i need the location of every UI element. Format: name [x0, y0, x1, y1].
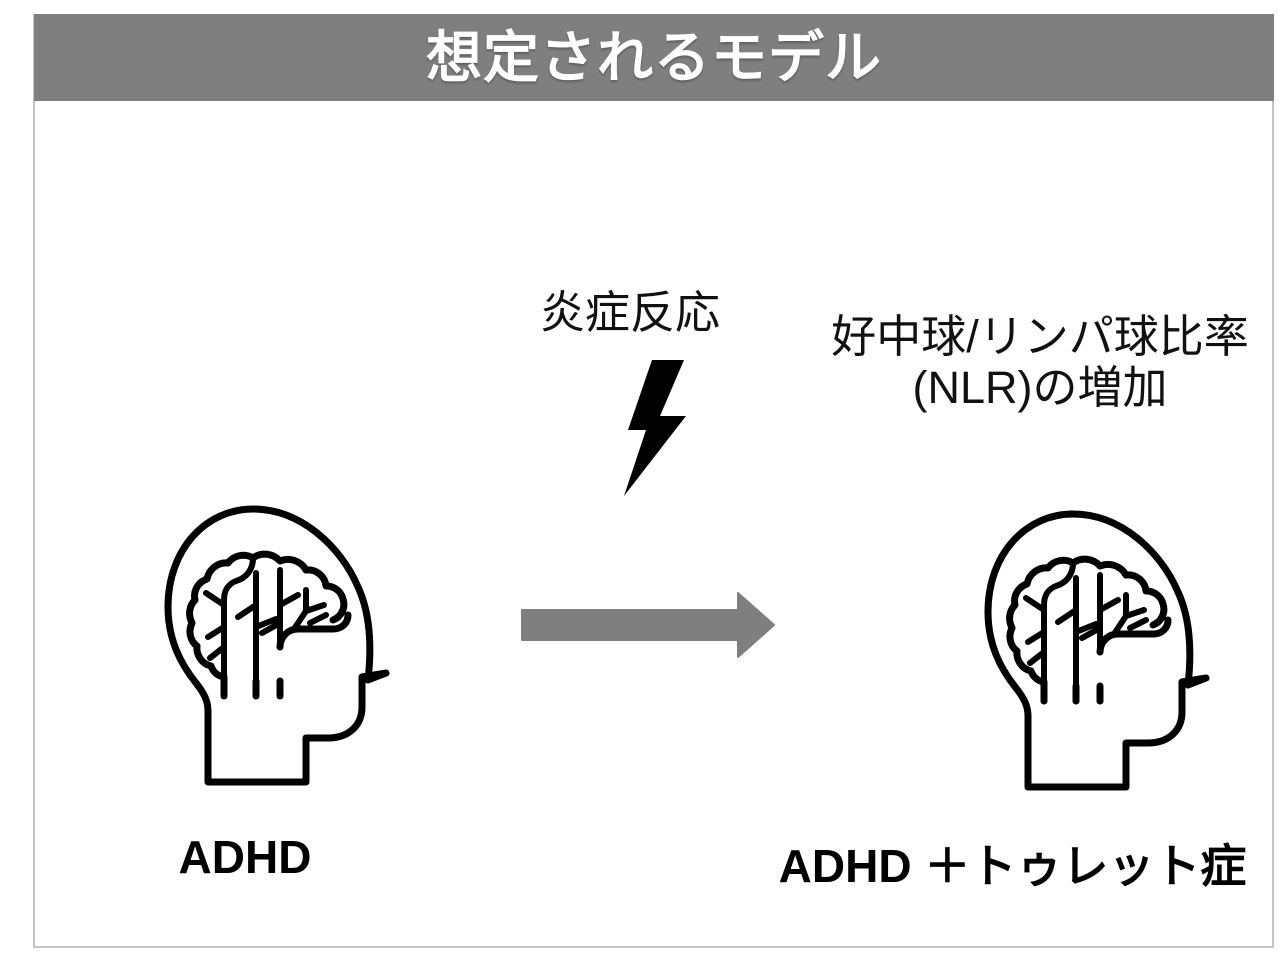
title-bar: 想定されるモデル [34, 14, 1274, 101]
node-caption-right: ADHD ＋トゥレット症 [778, 840, 1247, 892]
annotation-nlr-line-1: 好中球/リンパ球比率 [831, 311, 1249, 362]
lightning-bolt-icon [608, 358, 703, 498]
annotation-nlr: 好中球/リンパ球比率 (NLR)の増加 [800, 311, 1280, 414]
head-brain-icon-left [158, 495, 413, 795]
page-title: 想定されるモデル [426, 25, 882, 89]
right-arrow-icon [520, 590, 776, 660]
slide-frame [33, 14, 1274, 948]
annotation-inflammation: 炎症反応 [539, 287, 720, 338]
annotation-nlr-line-2: (NLR)の増加 [912, 361, 1168, 413]
head-brain-icon-right [978, 500, 1233, 800]
node-caption-left: ADHD [178, 831, 312, 883]
